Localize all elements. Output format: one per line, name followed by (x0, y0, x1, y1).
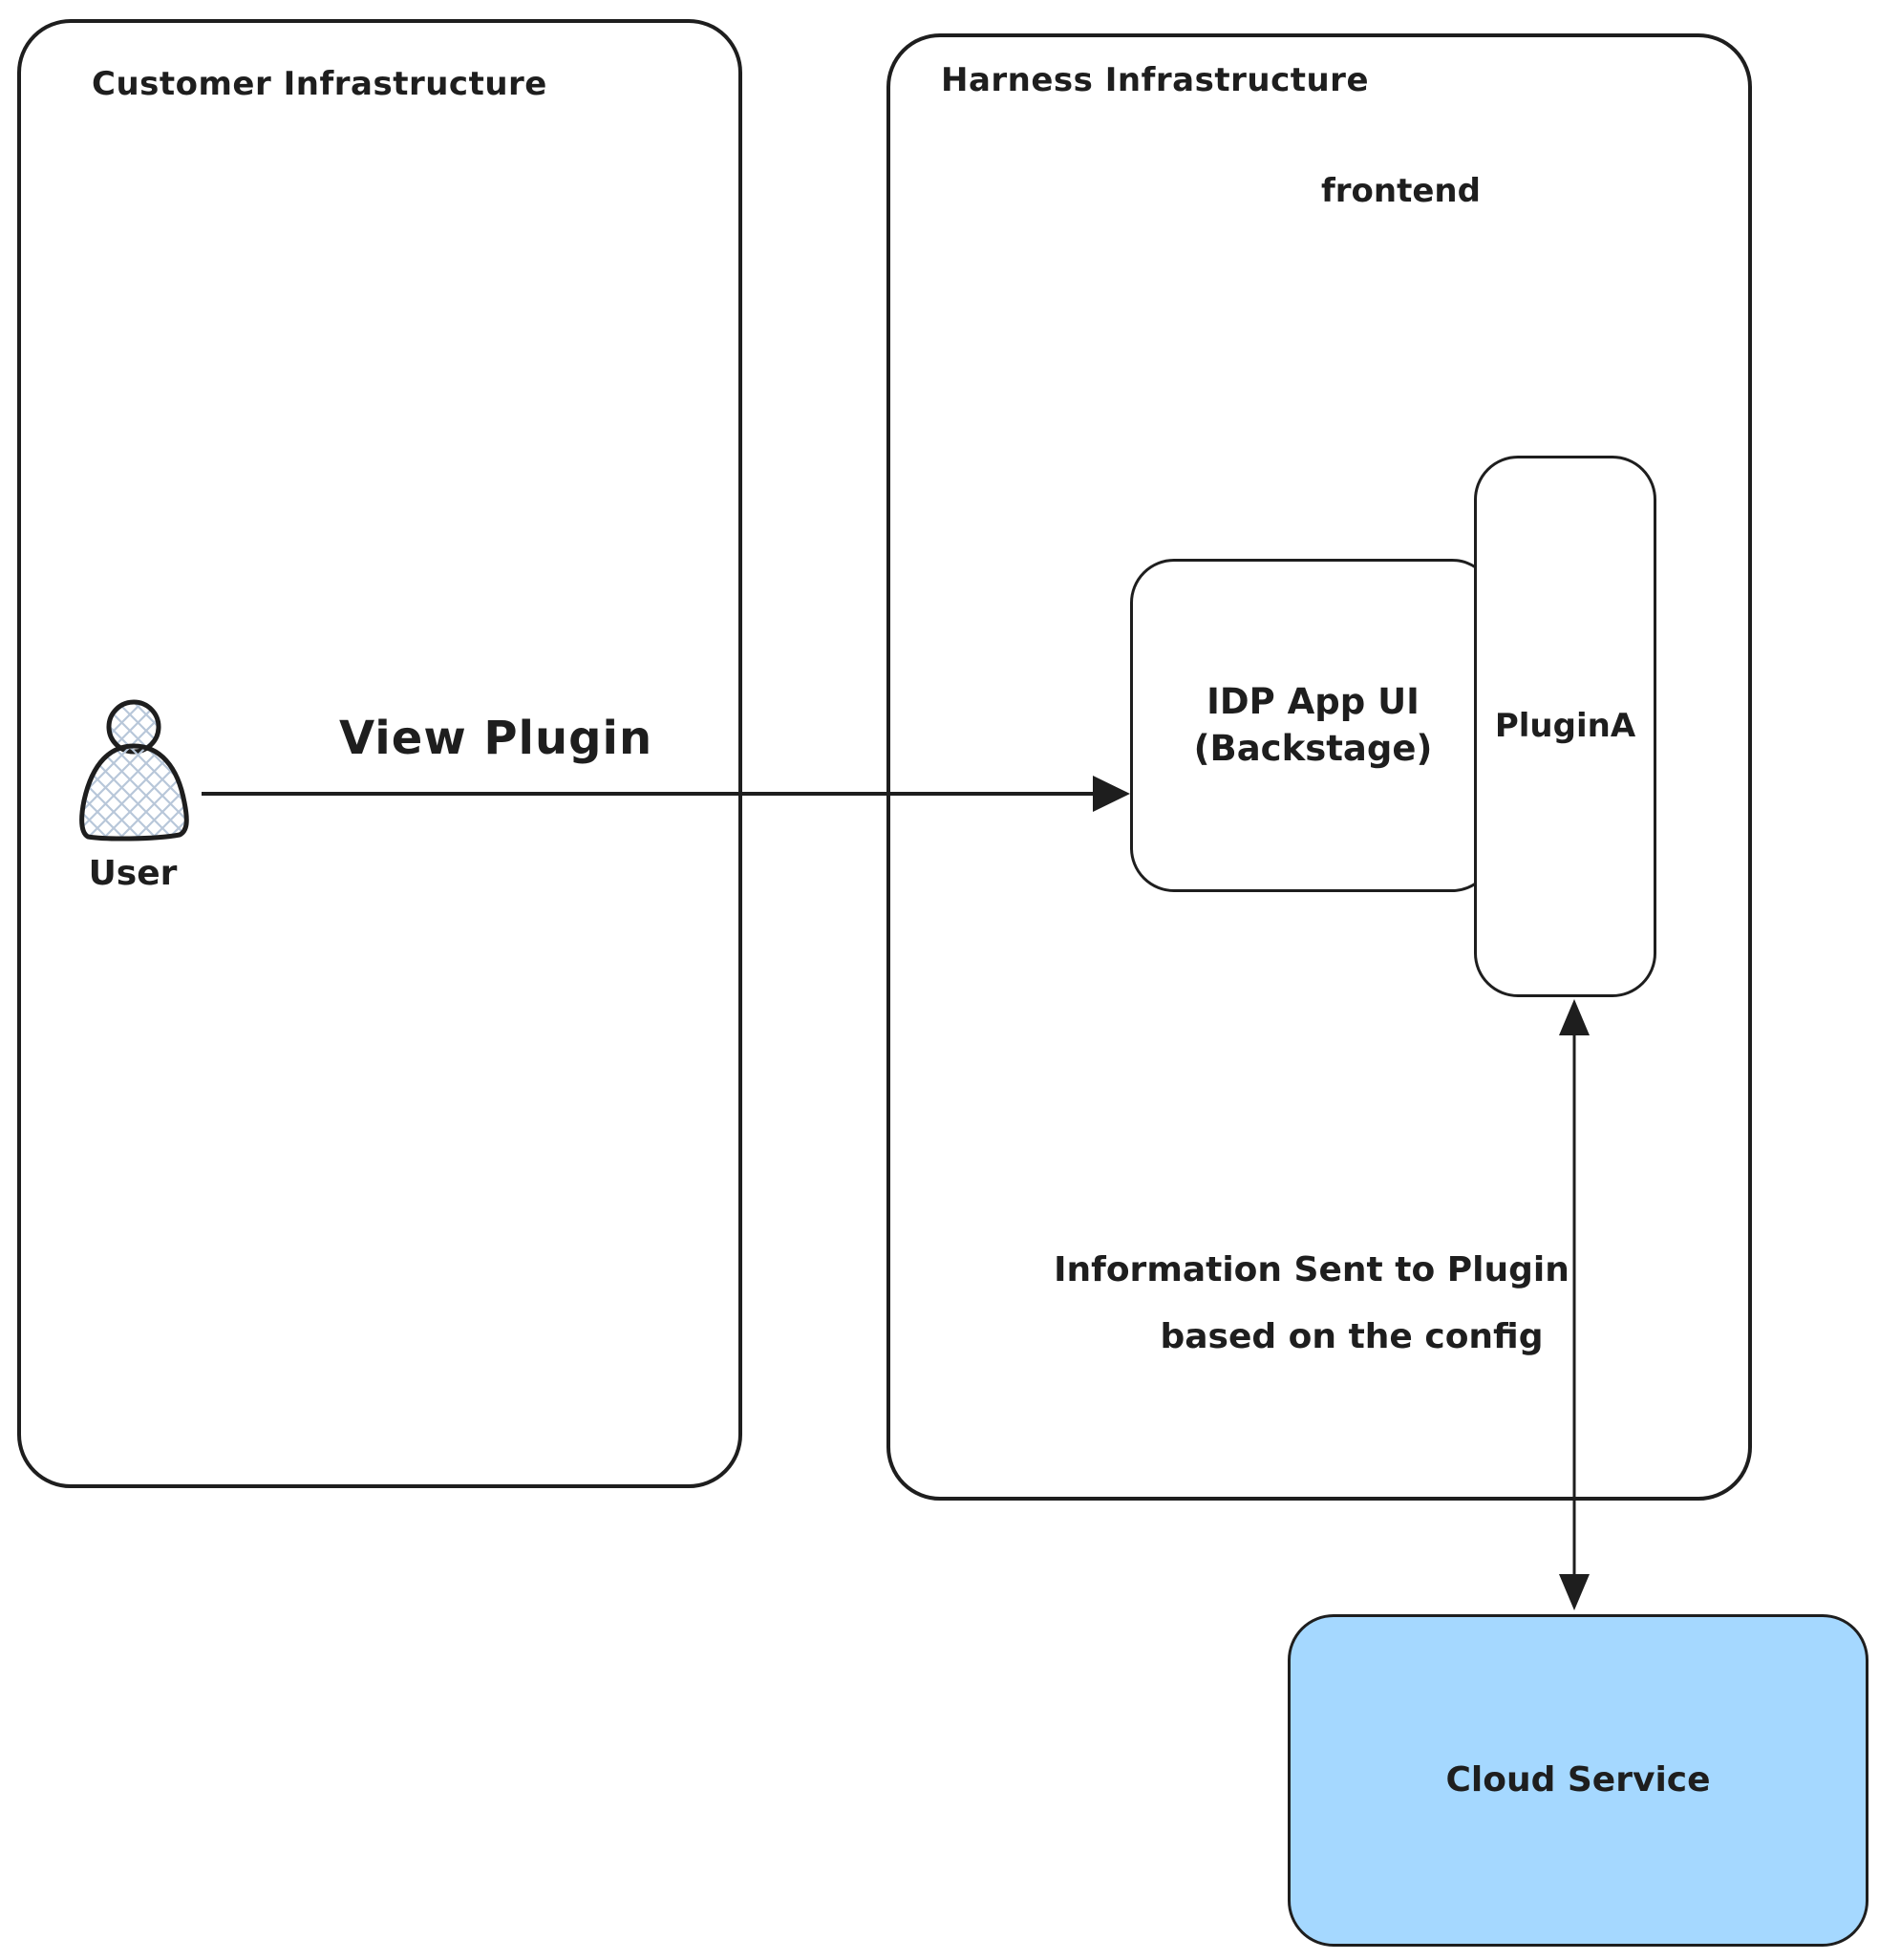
plugin-a-label: PluginA (1494, 707, 1636, 746)
info-arrow-label-line2: based on the config (1160, 1317, 1544, 1356)
harness-infrastructure-box (886, 33, 1752, 1501)
user-label: User (88, 854, 178, 893)
frontend-label: frontend (1321, 172, 1481, 210)
plugin-a-node: PluginA (1474, 456, 1656, 997)
idp-node-label-line2: (Backstage) (1193, 727, 1433, 769)
idp-app-ui-node: IDP App UI (Backstage) (1130, 559, 1496, 892)
idp-node-label-line1: IDP App UI (1206, 681, 1420, 723)
customer-infrastructure-box (17, 19, 742, 1488)
customer-box-title: Customer Infrastructure (92, 65, 547, 103)
harness-box-title: Harness Infrastructure (941, 61, 1370, 99)
cloud-service-label: Cloud Service (1445, 1759, 1711, 1800)
cloud-service-node: Cloud Service (1288, 1614, 1868, 1947)
view-plugin-arrow-label: View Plugin (339, 712, 653, 765)
info-arrow-label-line1: Information Sent to Plugin (1054, 1250, 1569, 1289)
info-arrow-label: Information Sent to Plugin based on the … (1049, 1253, 1574, 1354)
